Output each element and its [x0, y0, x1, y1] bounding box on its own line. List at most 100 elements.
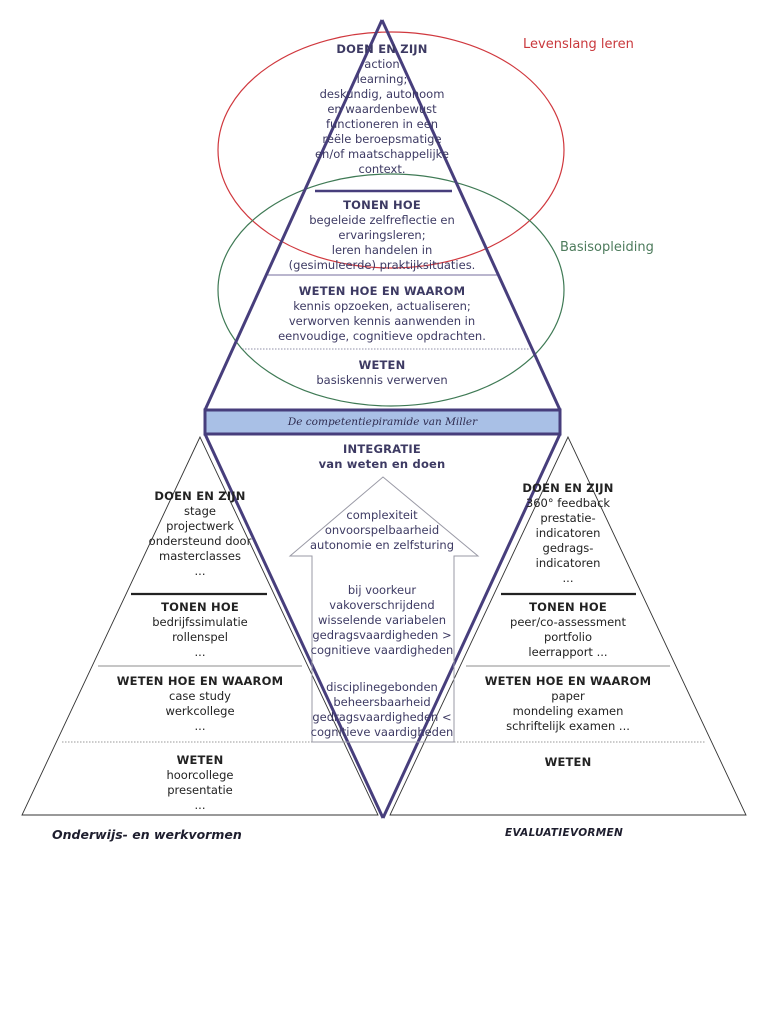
left-caption: Onderwijs- en werkvormen [52, 827, 242, 842]
central-level4-line: en waardenbewust [327, 102, 437, 116]
middle-block1-line: vakoverschrijdend [329, 598, 435, 612]
lifelong-learning-ellipse [217, 31, 565, 269]
left-level4-heading: DOEN EN ZIJN [154, 489, 246, 503]
arrow-text: complexiteit onvoorspelbaarheid autonomi… [292, 508, 472, 553]
lifelong-learning-label: Levenslang leren [523, 37, 634, 52]
left-level2-line: werkcollege [165, 704, 235, 718]
central-level3-line: (gesimuleerde) praktijksituaties. [288, 258, 476, 272]
up-arrow [288, 476, 480, 743]
left-level1-line: ... [194, 798, 206, 812]
right-level1-text: WETEN [488, 755, 648, 770]
left-level4-line: masterclasses [159, 549, 241, 563]
central-level1-text: WETEN basiskennis verwerven [282, 358, 482, 388]
central-level4-line: context. [358, 162, 406, 176]
left-level1-text: WETEN hoorcollege presentatie ... [120, 753, 280, 813]
middle-block2: disciplinegebonden beheersbaarheid gedra… [292, 680, 472, 740]
right-level4-heading: DOEN EN ZIJN [522, 481, 614, 495]
miller-band [203, 408, 562, 436]
central-level1-heading: WETEN [358, 358, 406, 372]
central-level4-line: deskundig, autonoom [319, 87, 445, 101]
left-level3-line: bedrijfssimulatie [152, 615, 248, 629]
left-level2-line: ... [194, 719, 206, 733]
right-level4-line: 360° feedback [525, 496, 611, 510]
right-level4-line: indicatoren [535, 556, 601, 570]
right-level4-line: prestatie- [540, 511, 596, 525]
inverted-pyramid-left-edge [203, 433, 385, 819]
left-level3-text: TONEN HOE bedrijfssimulatie rollenspel .… [120, 600, 280, 660]
central-level2-line: kennis opzoeken, actualiseren; [293, 299, 471, 313]
right-level3-line: peer/co-assessment [510, 615, 626, 629]
right-level1-heading: WETEN [544, 755, 592, 769]
middle-block2-line: gedragsvaardigheden < [312, 710, 452, 724]
middle-block1-line: wisselende variabelen [317, 613, 446, 627]
right-level4-text: DOEN EN ZIJN 360° feedback prestatie- in… [488, 481, 648, 586]
integration-heading-line2: van weten en doen [318, 457, 446, 471]
arrow-text-line: onvoorspelbaarheid [324, 523, 440, 537]
right-level3-line: leerrapport ... [528, 645, 608, 659]
basic-education-ellipse [217, 173, 565, 407]
central-pyramid-left-edge [203, 19, 384, 411]
right-level3-heading: TONEN HOE [529, 600, 607, 614]
central-level4-line: learning; [356, 72, 408, 86]
right-level3-line: portfolio [543, 630, 593, 644]
left-pyramid-outline [21, 435, 379, 816]
central-level4-line: action [364, 57, 400, 71]
middle-block1-line: bij voorkeur [347, 583, 417, 597]
central-level2-line: eenvoudige, cognitieve opdrachten. [278, 329, 486, 343]
right-level2-text: WETEN HOE EN WAAROM paper mondeling exam… [468, 674, 668, 734]
left-level4-line: ondersteund door [148, 534, 252, 548]
left-level3-line: ... [194, 645, 206, 659]
right-level2-line: mondeling examen [512, 704, 624, 718]
left-level4-line: projectwerk [166, 519, 234, 533]
middle-block1-line: cognitieve vaardigheden [310, 643, 454, 657]
central-level3-line: leren handelen in [331, 243, 433, 257]
left-level4-text: DOEN EN ZIJN stage projectwerk ondersteu… [120, 489, 280, 579]
left-level1-line: hoorcollege [166, 768, 234, 782]
right-level2-heading: WETEN HOE EN WAAROM [484, 674, 652, 688]
central-level4-heading: DOEN EN ZIJN [336, 42, 428, 56]
central-level3-line: begeleide zelfreflectie en [309, 213, 455, 227]
central-level2-line: verworven kennis aanwenden in [288, 314, 476, 328]
integration-heading: INTEGRATIE van weten en doen [292, 442, 472, 472]
left-level3-heading: TONEN HOE [161, 600, 239, 614]
central-pyramid-right-edge [380, 19, 562, 411]
right-level4-line: ... [562, 571, 574, 585]
arrow-text-line: complexiteit [346, 508, 418, 522]
middle-block1: bij voorkeur vakoverschrijdend wisselend… [292, 583, 472, 658]
middle-block2-line: beheersbaarheid [333, 695, 431, 709]
left-level3-line: rollenspel [172, 630, 228, 644]
left-level4-line: stage [184, 504, 216, 518]
central-level3-heading: TONEN HOE [343, 198, 421, 212]
right-pyramid-outline [389, 435, 747, 816]
left-level4-line: ... [194, 564, 206, 578]
left-level1-heading: WETEN [176, 753, 224, 767]
miller-band-label: De competentiepiramide van Miller [287, 416, 478, 428]
central-level3-line: ervaringsleren; [338, 228, 426, 242]
inverted-pyramid-right-edge [381, 433, 562, 819]
central-level4-line: functioneren in een [325, 117, 439, 131]
central-level3-text: TONEN HOE begeleide zelfreflectie en erv… [262, 198, 502, 273]
left-level1-line: presentatie [167, 783, 233, 797]
central-level2-heading: WETEN HOE EN WAAROM [298, 284, 466, 298]
middle-block2-line: cognitieve vaardigheden [310, 725, 454, 739]
left-level2-text: WETEN HOE EN WAAROM case study werkcolle… [100, 674, 300, 734]
middle-block2-line: disciplinegebonden [326, 680, 438, 694]
left-level2-line: case study [169, 689, 231, 703]
central-level4-text: DOEN EN ZIJN action learning; deskundig,… [282, 42, 482, 177]
basic-education-label: Basisopleiding [560, 240, 654, 255]
central-level4-line: en/of maatschappelijke [314, 147, 450, 161]
middle-block1-line: gedragsvaardigheden > [312, 628, 452, 642]
central-level2-text: WETEN HOE EN WAAROM kennis opzoeken, act… [252, 284, 512, 344]
integration-heading-line1: INTEGRATIE [343, 442, 421, 456]
right-caption: EVALUATIEVORMEN [505, 827, 624, 839]
right-level4-line: indicatoren [535, 526, 601, 540]
right-level4-line: gedrags- [542, 541, 594, 555]
right-level3-text: TONEN HOE peer/co-assessment portfolio l… [488, 600, 648, 660]
left-level2-heading: WETEN HOE EN WAAROM [116, 674, 284, 688]
central-level1-line: basiskennis verwerven [316, 373, 448, 387]
central-level4-line: reële beroepsmatige [322, 132, 442, 146]
arrow-text-line: autonomie en zelfsturing [309, 538, 454, 552]
right-level2-line: paper [551, 689, 585, 703]
right-level2-line: schriftelijk examen ... [506, 719, 630, 733]
